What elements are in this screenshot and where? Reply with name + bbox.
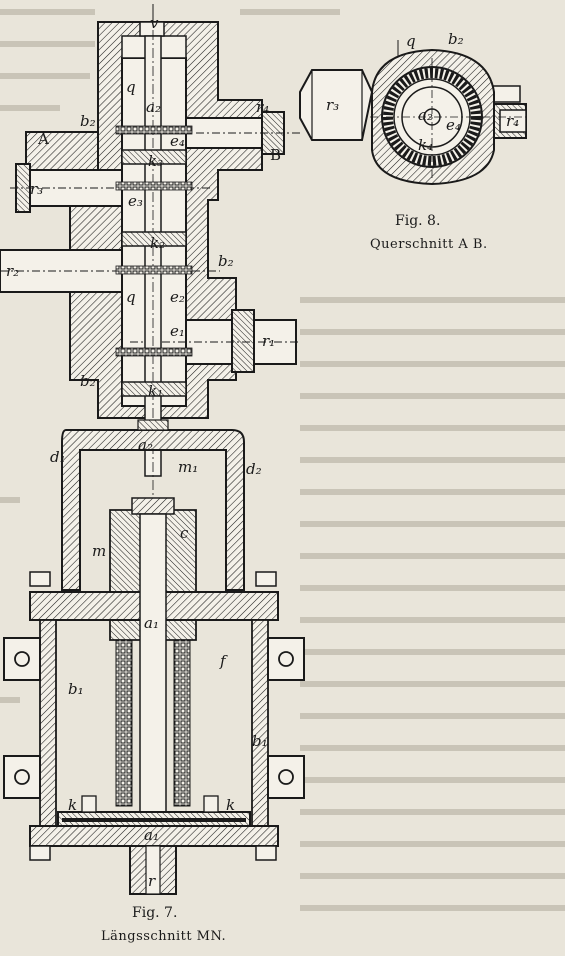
- label-b2-left-top: b₂: [80, 112, 96, 130]
- bottom-nozzle: [129, 845, 177, 895]
- fig7-subcaption: Längsschnitt MN.: [101, 929, 227, 944]
- fig8-label-r3: r₃: [326, 96, 339, 114]
- fig8-labels: q b₂ r₃ a₂ e₄ k₄ r₄: [326, 30, 519, 154]
- label-r-bot: r: [148, 872, 156, 890]
- label-B: B: [270, 146, 281, 164]
- background-text-lines: [0, 9, 565, 911]
- label-r4: r₄: [256, 98, 269, 116]
- fig7-longitudinal-section: v q a₂ b₂ e₄ A B r₄ k₃ r₃ e₃ k₂ b₂ r₂ q …: [0, 4, 305, 895]
- label-v: v: [150, 14, 159, 32]
- label-r2: r₂: [6, 262, 19, 280]
- label-k-left: k: [68, 796, 77, 814]
- label-a1-mid: a₁: [144, 614, 159, 632]
- piston-k1: [121, 381, 187, 397]
- piston-k3: [121, 149, 187, 165]
- label-q-top: q: [126, 78, 136, 96]
- pipe-r2: [0, 249, 220, 293]
- piston-k2: [121, 231, 187, 247]
- label-k2: k₂: [150, 234, 165, 252]
- fig8-label-e4: e₄: [446, 116, 461, 134]
- fig8-label-a2: a₂: [418, 106, 433, 124]
- label-m1: m₁: [178, 458, 198, 476]
- piston-rod-a1: [139, 513, 167, 815]
- fig7-labels: v q a₂ b₂ e₄ A B r₄ k₃ r₃ e₃ k₂ b₂ r₂ q …: [6, 14, 281, 890]
- label-A: A: [37, 130, 49, 148]
- label-f: f: [219, 652, 228, 670]
- fig8-subcaption: Querschnitt A B.: [370, 237, 488, 252]
- label-k1: k₁: [148, 382, 163, 400]
- label-e1: e₁: [170, 322, 185, 340]
- label-e4: e₄: [170, 132, 185, 150]
- label-d2: d₂: [246, 460, 262, 478]
- label-d1: d₁: [50, 448, 66, 466]
- label-a1-bot: a₁: [144, 826, 159, 844]
- label-b1-left: b₁: [68, 680, 84, 698]
- label-a2-mid: a₂: [138, 436, 153, 454]
- label-e2: e₂: [170, 288, 185, 306]
- fig8-label-b2: b₂: [448, 30, 464, 48]
- label-b2-right: b₂: [218, 252, 234, 270]
- label-r3: r₃: [30, 180, 43, 198]
- label-b2-left-bot: b₂: [80, 372, 96, 390]
- fig8-cross-section: q b₂ r₃ a₂ e₄ k₄ r₄: [299, 30, 527, 186]
- fig8-label-q: q: [406, 32, 416, 50]
- intermediate-frame: [61, 419, 245, 591]
- pipe-r1: [130, 309, 300, 373]
- label-b1-right: b₁: [252, 732, 268, 750]
- label-m: m: [92, 542, 106, 560]
- lower-cylinder: [3, 571, 305, 861]
- fig8-label-k4: k₄: [418, 136, 433, 154]
- fig8-caption: Fig. 8.: [395, 213, 441, 229]
- label-a2-top: a₂: [146, 98, 161, 116]
- label-e3: e₃: [128, 192, 143, 210]
- label-k3: k₃: [148, 152, 163, 170]
- label-q-mid: q: [126, 288, 136, 306]
- piston-plate-k: [57, 795, 251, 827]
- label-c: c: [180, 524, 189, 542]
- pipe-r4: [185, 111, 300, 155]
- fig7-caption: Fig. 7.: [132, 905, 178, 921]
- label-k-right: k: [226, 796, 235, 814]
- fig8-label-r4: r₄: [506, 112, 519, 130]
- port-rings: [115, 125, 193, 357]
- label-r1: r₁: [262, 332, 275, 350]
- spring-f: [115, 639, 191, 807]
